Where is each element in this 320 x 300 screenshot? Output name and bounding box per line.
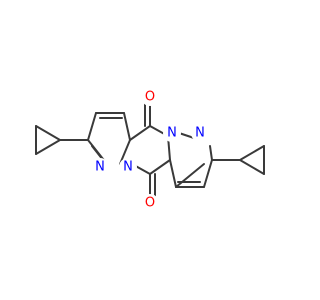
bond: [129, 125, 151, 141]
atom-label: O: [145, 90, 155, 105]
bond: [119, 139, 131, 165]
bond: [123, 112, 131, 141]
bond: [35, 125, 61, 141]
atom-labels: O O N N N N: [91, 88, 209, 212]
bond: [209, 145, 213, 161]
molecule-canvas: O O N N N N: [35, 88, 265, 212]
bond: [35, 139, 61, 155]
bond: [239, 159, 265, 175]
bond: [175, 163, 205, 188]
atom-nitrogen-center-right: N: [163, 124, 181, 142]
atom-oxygen-top: O: [141, 88, 159, 106]
bonds: [35, 103, 265, 197]
molecule-structure: O O N N N N: [35, 88, 265, 212]
bond: [169, 159, 177, 188]
atom-label: N: [95, 160, 105, 175]
atom-nitrogen-right: N: [191, 124, 209, 142]
atom-oxygen-bottom: O: [141, 194, 159, 212]
atom-label: N: [167, 126, 177, 141]
atom-nitrogen-center-left: N: [119, 158, 137, 176]
bond: [239, 145, 265, 161]
atom-label: O: [145, 196, 155, 211]
bond: [87, 112, 97, 141]
atom-label: N: [195, 126, 205, 141]
bond: [149, 159, 171, 175]
atom-nitrogen-left: N: [91, 158, 109, 176]
atom-label: N: [123, 160, 133, 175]
bond: [203, 159, 213, 188]
bond: [91, 145, 104, 161]
